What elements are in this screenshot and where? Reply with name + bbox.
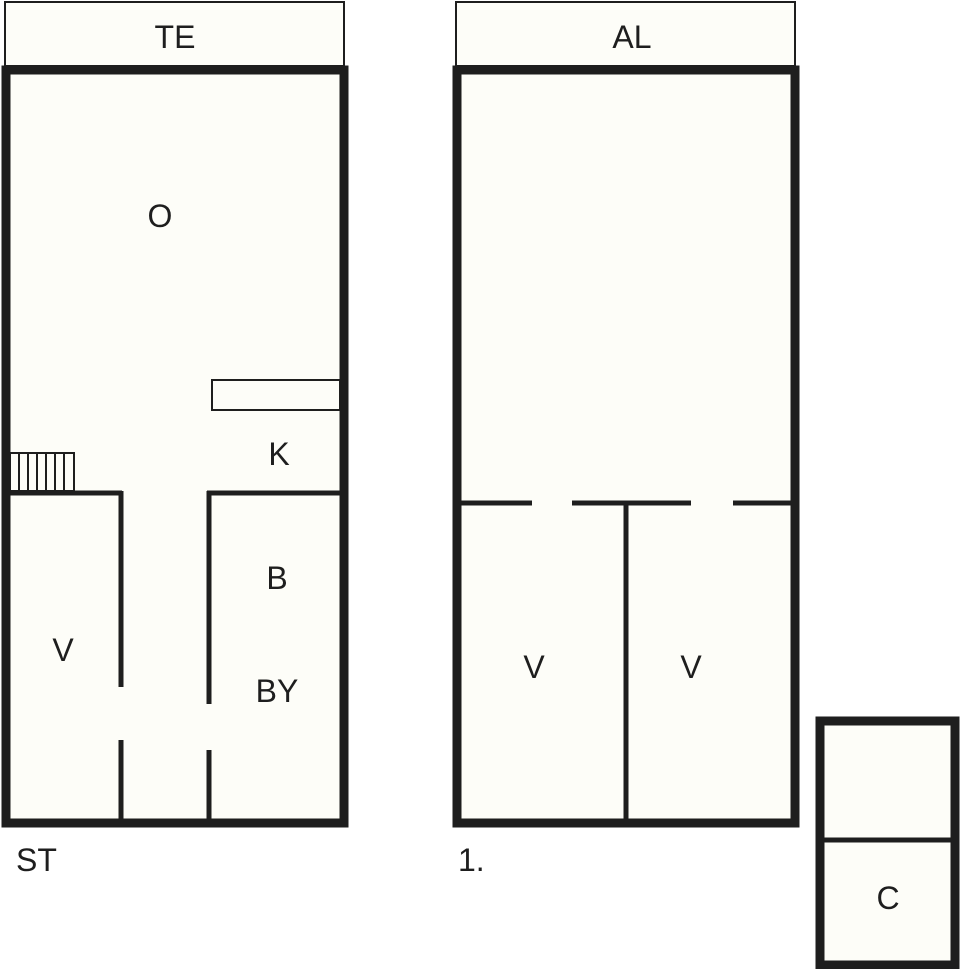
ground-floor — [1, 1, 349, 828]
floor-caption-first: 1. — [458, 842, 485, 878]
floor-caption-ground: ST — [16, 842, 57, 878]
balcony-label: AL — [612, 19, 652, 55]
ground-floor-outline — [1, 65, 349, 828]
stairs-icon — [9, 452, 75, 492]
terrace-label: TE — [154, 19, 196, 55]
annex — [815, 716, 960, 970]
first-floor — [452, 1, 800, 828]
interior-walls — [6, 490, 344, 823]
kitchen-counter — [211, 379, 341, 411]
room-label-by: BY — [255, 673, 299, 709]
interior-walls — [457, 500, 795, 823]
room-label-b: B — [266, 560, 288, 596]
room-label-o: O — [147, 198, 173, 234]
room-label-c: C — [876, 880, 900, 916]
room-label-v: V — [52, 632, 74, 668]
room-label-v-right: V — [680, 649, 702, 685]
room-label-v-left: V — [523, 649, 545, 685]
room-label-k: K — [268, 436, 290, 472]
annex-outline — [815, 716, 960, 970]
terrace — [4, 1, 345, 67]
